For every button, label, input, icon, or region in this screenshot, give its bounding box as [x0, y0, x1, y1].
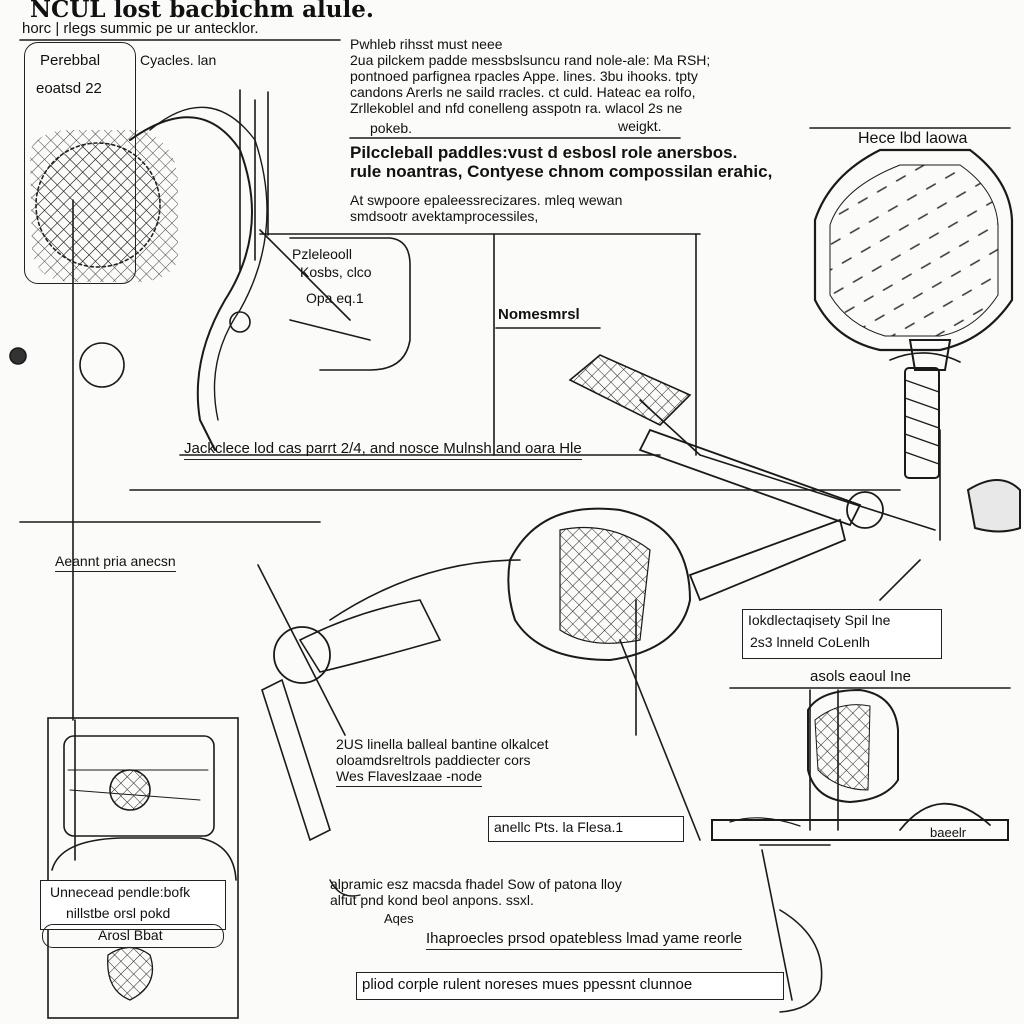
paddle-label: Hece lbd laowa — [858, 130, 968, 147]
sub-block-line-2: smdsootr avektamprocessiles, — [350, 208, 539, 224]
callout-line-3: Opa eq.1 — [306, 290, 364, 306]
note-label: Nomesmrsl — [498, 306, 580, 323]
mid-caption-box — [488, 816, 684, 842]
intro-line-2: 2ua pilckem padde messbslsuncu rand nole… — [350, 52, 711, 68]
bottom-left-card-line-3: Arosl Bbat — [98, 927, 163, 943]
top-left-card — [24, 42, 136, 284]
right-bar-label: baeelr — [930, 825, 967, 840]
callout-line-2: Kosbs, clco — [300, 264, 372, 280]
intro-foot-left: pokeb. — [370, 120, 413, 136]
sub-block-line-1: At swpoore epaleessrecizares. mleq wewan — [350, 192, 623, 208]
intro-line-1: Pwhleb rihsst must neee — [350, 36, 503, 52]
mid-block-line-3: Wes Flaveslzaae -node — [336, 768, 483, 788]
bottom-left-card-box — [40, 880, 226, 930]
headline-line-1: Pilccleball paddles:vust d esbosl role a… — [350, 143, 738, 162]
bottom-block-line-3: Aqes — [384, 911, 414, 926]
top-left-card-side-label: Cyacles. lan — [140, 52, 217, 68]
center-caption: Jackclece lod cas parrt 2/4, and nosce M… — [184, 440, 582, 461]
page-subtitle: horc | rlegs summic pe ur antecklor. — [22, 20, 259, 37]
right-spec-line-2: 2s3 lnneld CoLenlh — [750, 634, 870, 650]
intro-line-3: pontnoed parfignea rpacles Appe. lines. … — [350, 68, 698, 84]
bottom-block-line-2: alfut pnd kond beol anpons. ssxl. — [330, 892, 534, 908]
bottom-left-card-pill — [42, 924, 224, 948]
bottom-block-line-1: alpramic esz macsda fhadel Sow of patona… — [330, 876, 622, 892]
mid-caption: anellc Pts. la Flesa.1 — [494, 819, 624, 835]
right-spec-box — [742, 609, 942, 659]
footer-line: pliod corple rulent noreses mues ppessnt… — [362, 976, 693, 993]
intro-foot-right: weigkt. — [618, 118, 662, 134]
intro-line-4: candons Arerls ne saild rracles. ct culd… — [350, 84, 696, 100]
bottom-block-line-4: Ihaproecles prsod opatebless lmad yame r… — [426, 930, 743, 951]
mid-block-line-1: 2US linella balleal bantine olkalcet — [336, 736, 549, 752]
right-label: asols eaoul Ine — [810, 668, 911, 685]
bottom-left-card-line-1: Unnecead pendle:bofk — [50, 884, 191, 900]
bottom-left-card-line-2: nillstbe orsl pokd — [66, 905, 171, 921]
intro-line-5: Zrllekoblel and nfd conelleng asspotn ra… — [350, 100, 683, 116]
footer-box — [356, 972, 784, 1000]
top-left-card-title: Perebbal — [40, 52, 101, 69]
page-title: NCUL lost bacbichm alule. — [30, 0, 374, 23]
top-left-card-value: eoatsd 22 — [36, 80, 102, 97]
mid-block-line-2: oloamdsreltrols paddiecter cors — [336, 752, 531, 768]
headline-line-2: rule noantras, Contyese chnom compossila… — [350, 162, 773, 181]
callout-line-1: Pzleleooll — [292, 246, 352, 262]
left-caption: Aeannt pria anecsn — [55, 553, 176, 573]
right-spec-line-1: Iokdlectaqisety Spil lne — [748, 612, 891, 628]
